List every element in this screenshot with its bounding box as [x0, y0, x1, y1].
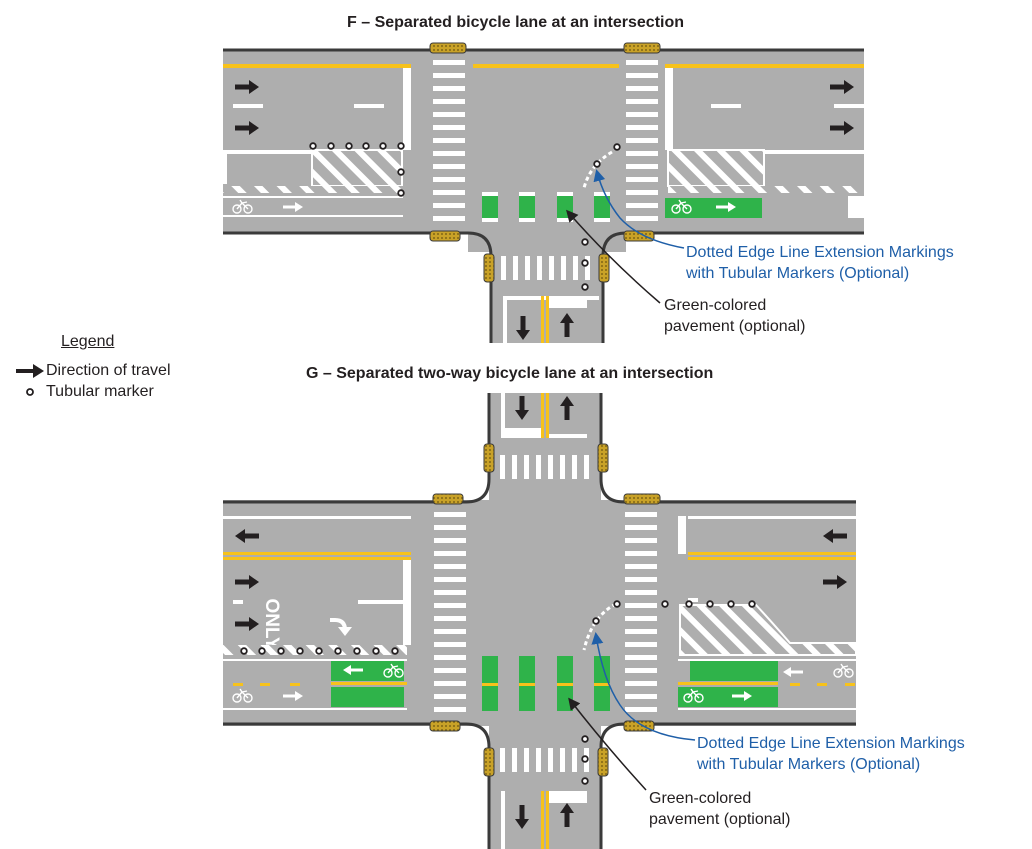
tubular-marker-icon	[14, 386, 46, 398]
green-bike-lane	[678, 687, 778, 707]
green-bike-lane	[331, 687, 404, 707]
callout-line-1: Dotted Edge Line Extension Markings	[686, 244, 954, 261]
legend-heading: Legend	[61, 333, 115, 350]
diagram-g: ONLY	[223, 393, 857, 849]
crosswalk-west	[433, 60, 465, 221]
green-crossing	[482, 656, 610, 711]
dotted-edge-extension	[582, 602, 617, 651]
callout-line-2: with Tubular Markers (Optional)	[697, 756, 921, 773]
edge-line-leader	[591, 632, 696, 741]
curb-left	[223, 231, 493, 343]
callout-line-1: Dotted Edge Line Extension Markings	[697, 735, 965, 752]
green-pavement-leader	[566, 209, 661, 304]
legend-item-direction: Direction of travel	[14, 360, 171, 381]
crosswalk-east	[625, 512, 657, 712]
crosswalk-south	[501, 256, 590, 280]
crosswalk-east	[626, 60, 658, 221]
green-bike-lane	[331, 661, 404, 681]
diagram-g-title: G – Separated two-way bicycle lane at an…	[306, 365, 714, 382]
hatched-buffer	[679, 604, 857, 656]
diagram-g-edge-line-callout: Dotted Edge Line Extension Markings with…	[697, 733, 965, 775]
diagram-f	[223, 42, 864, 343]
callout-line-1: Green-colored	[664, 297, 767, 314]
north-road	[489, 393, 601, 505]
callout-line-2: with Tubular Markers (Optional)	[686, 265, 910, 282]
legend-label-marker: Tubular marker	[46, 383, 154, 400]
callout-line-2: pavement (optional)	[664, 318, 806, 335]
legend: Legend Direction of travel Tubular marke…	[14, 331, 171, 402]
crosswalk-west	[434, 512, 466, 712]
main-road	[223, 50, 864, 233]
dotted-edge-extension	[582, 150, 613, 189]
diagram-f-green-callout: Green-colored pavement (optional)	[664, 295, 805, 337]
green-pavement-leader	[568, 697, 647, 791]
diagram-g-green-callout: Green-colored pavement (optional)	[649, 788, 790, 830]
callout-line-2: pavement (optional)	[649, 811, 791, 828]
hatched-buffer-right	[667, 149, 765, 187]
green-bike-lane	[690, 661, 778, 681]
edge-line-leader	[593, 169, 685, 249]
diagram-f-title: F – Separated bicycle lane at an interse…	[347, 14, 685, 31]
legend-item-marker: Tubular marker	[14, 381, 171, 402]
diagram-f-edge-line-callout: Dotted Edge Line Extension Markings with…	[686, 242, 954, 284]
arrow-icon	[14, 363, 46, 378]
hatched-buffer-left	[311, 149, 403, 187]
callout-line-1: Green-colored	[649, 790, 752, 807]
legend-label-direction: Direction of travel	[46, 362, 171, 379]
only-pavement-text: ONLY	[261, 598, 282, 649]
